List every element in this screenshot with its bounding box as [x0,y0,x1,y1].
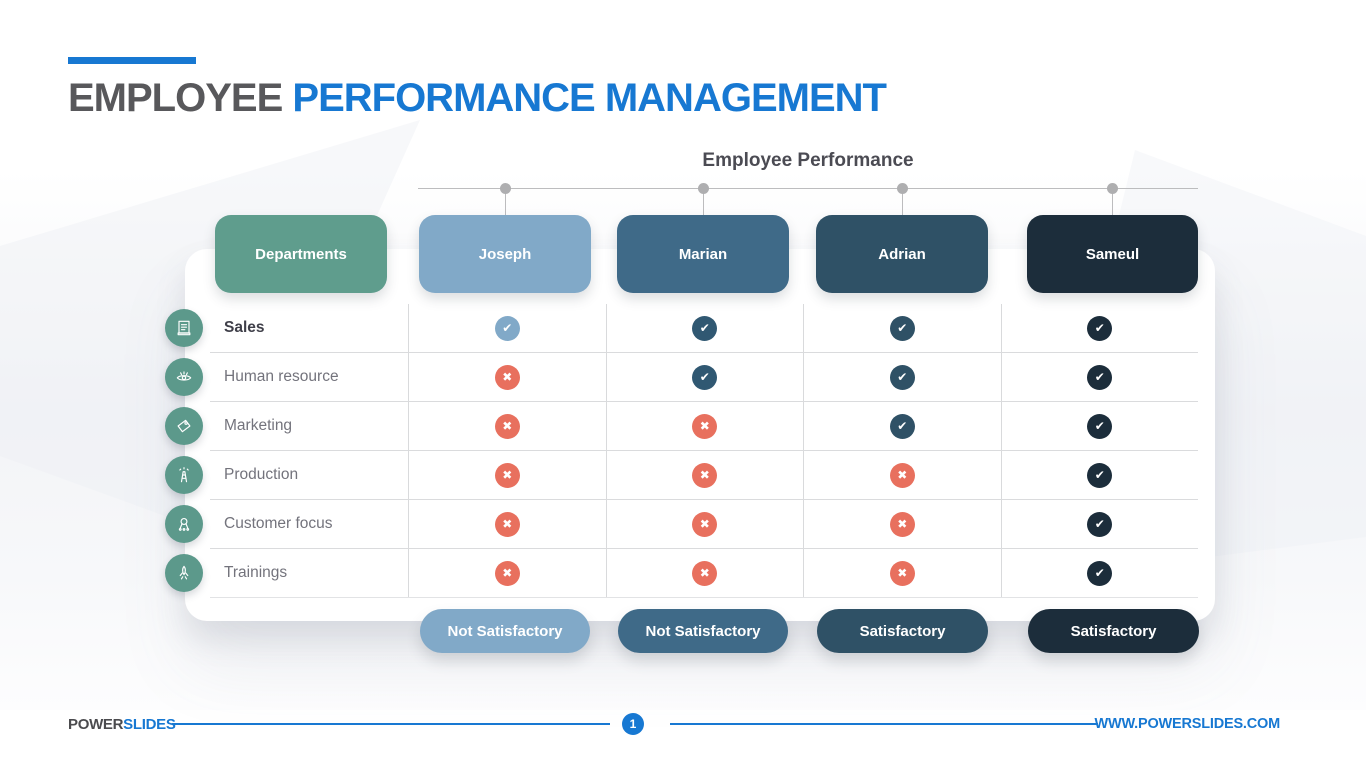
row-label: Trainings [224,564,288,581]
row-label: Human resource [224,368,339,385]
brand-logo-slides: SLIDES [123,716,176,733]
table-cell [605,304,804,352]
connector-dot [1107,183,1118,194]
performance-table: Sales Human resource Marketing [165,304,1199,598]
verdict-pill-marian: Not Satisfactory [618,609,788,653]
status-mark [494,413,520,439]
brand-logo[interactable]: POWERSLIDES [68,716,176,733]
verdict-pill-adrian: Satisfactory [817,609,988,653]
connector-dot [500,183,511,194]
status-mark [692,462,718,488]
row-label: Production [224,466,299,483]
status-mark [692,560,718,586]
status-mark [889,560,915,586]
footer-divider-right [670,723,1098,725]
table-cell [1000,353,1199,401]
table-cell [605,451,804,499]
column-header-marian: Marian [617,215,789,293]
table-row-production: Production [165,451,1199,500]
status-mark [1087,413,1113,439]
column-header-joseph: Joseph [419,215,591,293]
table-cell [1000,304,1199,352]
table-cell [408,451,606,499]
status-mark [692,413,718,439]
row-label: Marketing [224,417,293,434]
page-title-gray: EMPLOYEE [68,76,293,120]
tower-icon [165,456,203,494]
status-mark [692,364,718,390]
column-header-departments: Departments [215,215,387,293]
table-cell [605,500,804,548]
connector-dot [698,183,709,194]
row-label: Sales [224,319,265,336]
connector-stub [1112,189,1113,216]
price-tag-icon [165,407,203,445]
table-cell [408,304,606,352]
connector-stub [505,189,506,216]
status-mark [1087,560,1113,586]
status-mark [494,560,520,586]
table-row-trainings: Trainings [165,549,1199,598]
row-label: Customer focus [224,515,333,532]
status-mark [692,315,718,341]
footer-divider-left [172,723,610,725]
table-cell [803,549,1001,597]
status-mark [1087,364,1113,390]
status-mark [1087,315,1113,341]
verdict-pill-joseph: Not Satisfactory [420,609,590,653]
newspaper-icon [165,309,203,347]
status-mark [494,315,520,341]
table-cell [803,353,1001,401]
status-mark [692,511,718,537]
table-cell [803,402,1001,450]
table-cell [803,451,1001,499]
status-mark [494,462,520,488]
chart-heading: Employee Performance [702,150,914,171]
title-accent-bar [68,57,196,64]
connector-line [418,188,1198,189]
status-mark [494,364,520,390]
status-mark [1087,511,1113,537]
table-cell [605,353,804,401]
table-cell [408,500,606,548]
column-header-adrian: Adrian [816,215,988,293]
table-cell [1000,402,1199,450]
table-cell [408,549,606,597]
table-row-sales: Sales [165,304,1199,353]
column-header-sameul: Sameul [1027,215,1198,293]
page-number-badge: 1 [622,713,644,735]
table-cell [408,353,606,401]
status-mark [889,413,915,439]
status-mark [889,511,915,537]
verdict-pill-sameul: Satisfactory [1028,609,1199,653]
connector-stub [902,189,903,216]
eye-icon [165,358,203,396]
table-row-marketing: Marketing [165,402,1199,451]
page-title: EMPLOYEE PERFORMANCE MANAGEMENT [68,76,887,121]
table-cell [1000,500,1199,548]
table-cell [605,549,804,597]
status-mark [494,511,520,537]
page-title-blue: PERFORMANCE MANAGEMENT [292,76,887,120]
table-row-customer-focus: Customer focus [165,500,1199,549]
status-mark [1087,462,1113,488]
brand-logo-power: POWER [68,716,124,733]
table-cell [803,500,1001,548]
medal-icon [165,505,203,543]
status-mark [889,364,915,390]
rocket-icon [165,554,203,592]
status-mark [889,462,915,488]
website-link[interactable]: WWW.POWERSLIDES.COM [1094,716,1281,732]
connector-stub [703,189,704,216]
table-cell [1000,451,1199,499]
table-cell [1000,549,1199,597]
status-mark [889,315,915,341]
table-cell [605,402,804,450]
connector-dot [897,183,908,194]
table-cell [803,304,1001,352]
table-cell [408,402,606,450]
table-row-human-resource: Human resource [165,353,1199,402]
